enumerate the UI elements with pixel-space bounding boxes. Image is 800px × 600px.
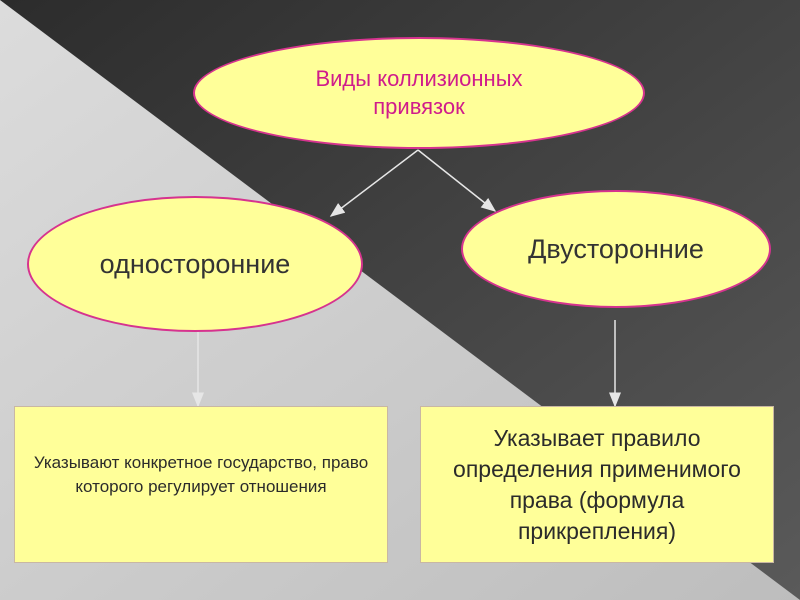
right-node: Двусторонние: [461, 190, 771, 308]
left-node: односторонние: [27, 196, 363, 332]
left-node-label: односторонние: [99, 248, 291, 279]
left-description-text: Указывают конкретное государство, право …: [33, 453, 369, 496]
root-node: Виды коллизионных привязок: [193, 37, 645, 149]
right-description-box: Указывает правило определения применимог…: [420, 406, 774, 563]
left-description-box: Указывают конкретное государство, право …: [14, 406, 388, 563]
root-node-label: Виды коллизионных привязок: [315, 66, 523, 119]
right-description-text: Указывает правило определения применимог…: [453, 424, 741, 544]
right-node-label: Двусторонние: [528, 234, 704, 264]
